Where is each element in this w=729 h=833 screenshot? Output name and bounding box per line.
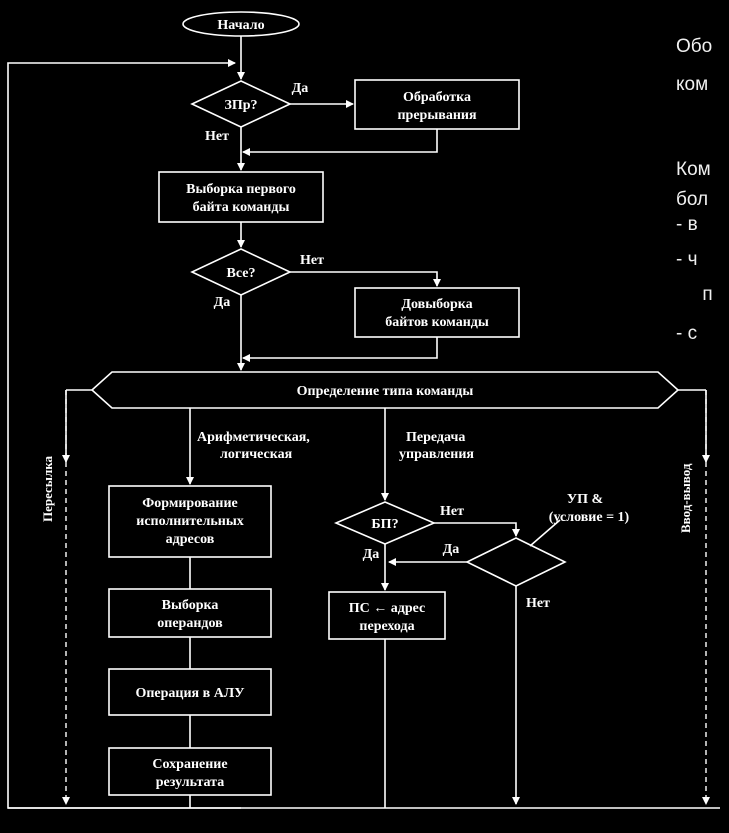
slide-text-line-9: - с — [676, 323, 698, 344]
pc-assign-line2: перехода — [359, 619, 414, 634]
fetch-operands-line2: операндов — [157, 616, 223, 631]
no-label: Нет — [440, 504, 464, 519]
yes-label: Да — [443, 542, 460, 557]
start-terminal: Начало — [182, 11, 300, 37]
connector — [242, 129, 438, 156]
control-branch-line1: Передача — [406, 430, 465, 445]
form-addresses-line3: адресов — [166, 532, 215, 547]
alu-operation-box: Операция в АЛУ — [108, 668, 272, 716]
interrupt-decision: ЗПр? — [190, 80, 292, 128]
slide-text-line-8: п — [676, 284, 713, 305]
fetch-first-byte-box: Выборка первого байта команды — [158, 171, 324, 223]
no-label: Нет — [526, 596, 550, 611]
yes-label: Да — [214, 295, 231, 310]
determine-type-block: Определение типа команды — [90, 371, 680, 409]
arith-branch-line2: логическая — [220, 447, 293, 462]
slide-text-line-7: - ч — [676, 249, 698, 270]
slide-text-line-5: бол — [676, 189, 709, 210]
cond-decision-line2: (условие = 1) — [549, 510, 630, 525]
start-label: Начало — [217, 18, 264, 33]
callout-line — [529, 519, 561, 547]
no-label: Нет — [300, 253, 324, 268]
fetch-operands-box: Выборка операндов — [108, 588, 272, 638]
determine-type-label: Определение типа команды — [297, 384, 474, 399]
unconditional-jump-decision: БП? — [333, 501, 437, 545]
arith-branch-line1: Арифметическая, — [197, 430, 310, 445]
alu-operation-label: Операция в АЛУ — [135, 686, 244, 701]
fetch-operands-line1: Выборка — [162, 598, 219, 613]
slide-text-line-6: - в — [676, 214, 698, 235]
all-bytes-decision: Все? — [190, 248, 292, 296]
interrupt-process-line2: прерывания — [397, 108, 476, 123]
yes-label: Да — [292, 81, 309, 96]
connector — [290, 271, 441, 287]
slide-text-line-4: Ком — [676, 159, 711, 180]
connector — [242, 337, 438, 362]
no-label: Нет — [205, 129, 229, 144]
control-branch-line2: управления — [399, 447, 474, 462]
io-branch-label: Ввод-вывод — [678, 463, 693, 533]
fetch-first-line2: байта команды — [193, 200, 290, 215]
form-addresses-line2: исполнительных — [136, 514, 244, 529]
interrupt-process-line1: Обработка — [403, 90, 471, 105]
conditional-jump-decision — [465, 537, 567, 587]
save-result-box: Сохранение результата — [108, 747, 272, 796]
form-addresses-line1: Формирование — [142, 496, 238, 511]
transfer-branch-label: Пересылка — [40, 455, 55, 522]
interrupt-process-box: Обработка прерывания — [354, 79, 520, 130]
slide-text-line-2: ком — [676, 74, 709, 95]
fetch-more-line2: байтов команды — [385, 315, 489, 330]
form-addresses-box: Формирование исполнительных адресов — [108, 485, 272, 558]
bp-decision-label: БП? — [371, 517, 398, 532]
fetch-more-bytes-box: Довыборка байтов команды — [354, 287, 520, 338]
all-bytes-decision-label: Все? — [227, 266, 256, 281]
connector — [434, 522, 520, 537]
fetch-more-line1: Довыборка — [401, 297, 472, 312]
fetch-first-line1: Выборка первого — [186, 182, 296, 197]
yes-label: Да — [363, 547, 380, 562]
save-result-line2: результата — [156, 775, 224, 790]
save-result-line1: Сохранение — [152, 757, 227, 772]
interrupt-decision-label: ЗПр? — [224, 98, 257, 113]
pc-assign-box: ПС ← адрес перехода — [328, 591, 446, 640]
slide-text-line-1: Обо — [676, 36, 713, 57]
pc-assign-line1: ПС ← адрес — [349, 601, 425, 616]
cond-decision-line1: УП & — [567, 492, 603, 507]
